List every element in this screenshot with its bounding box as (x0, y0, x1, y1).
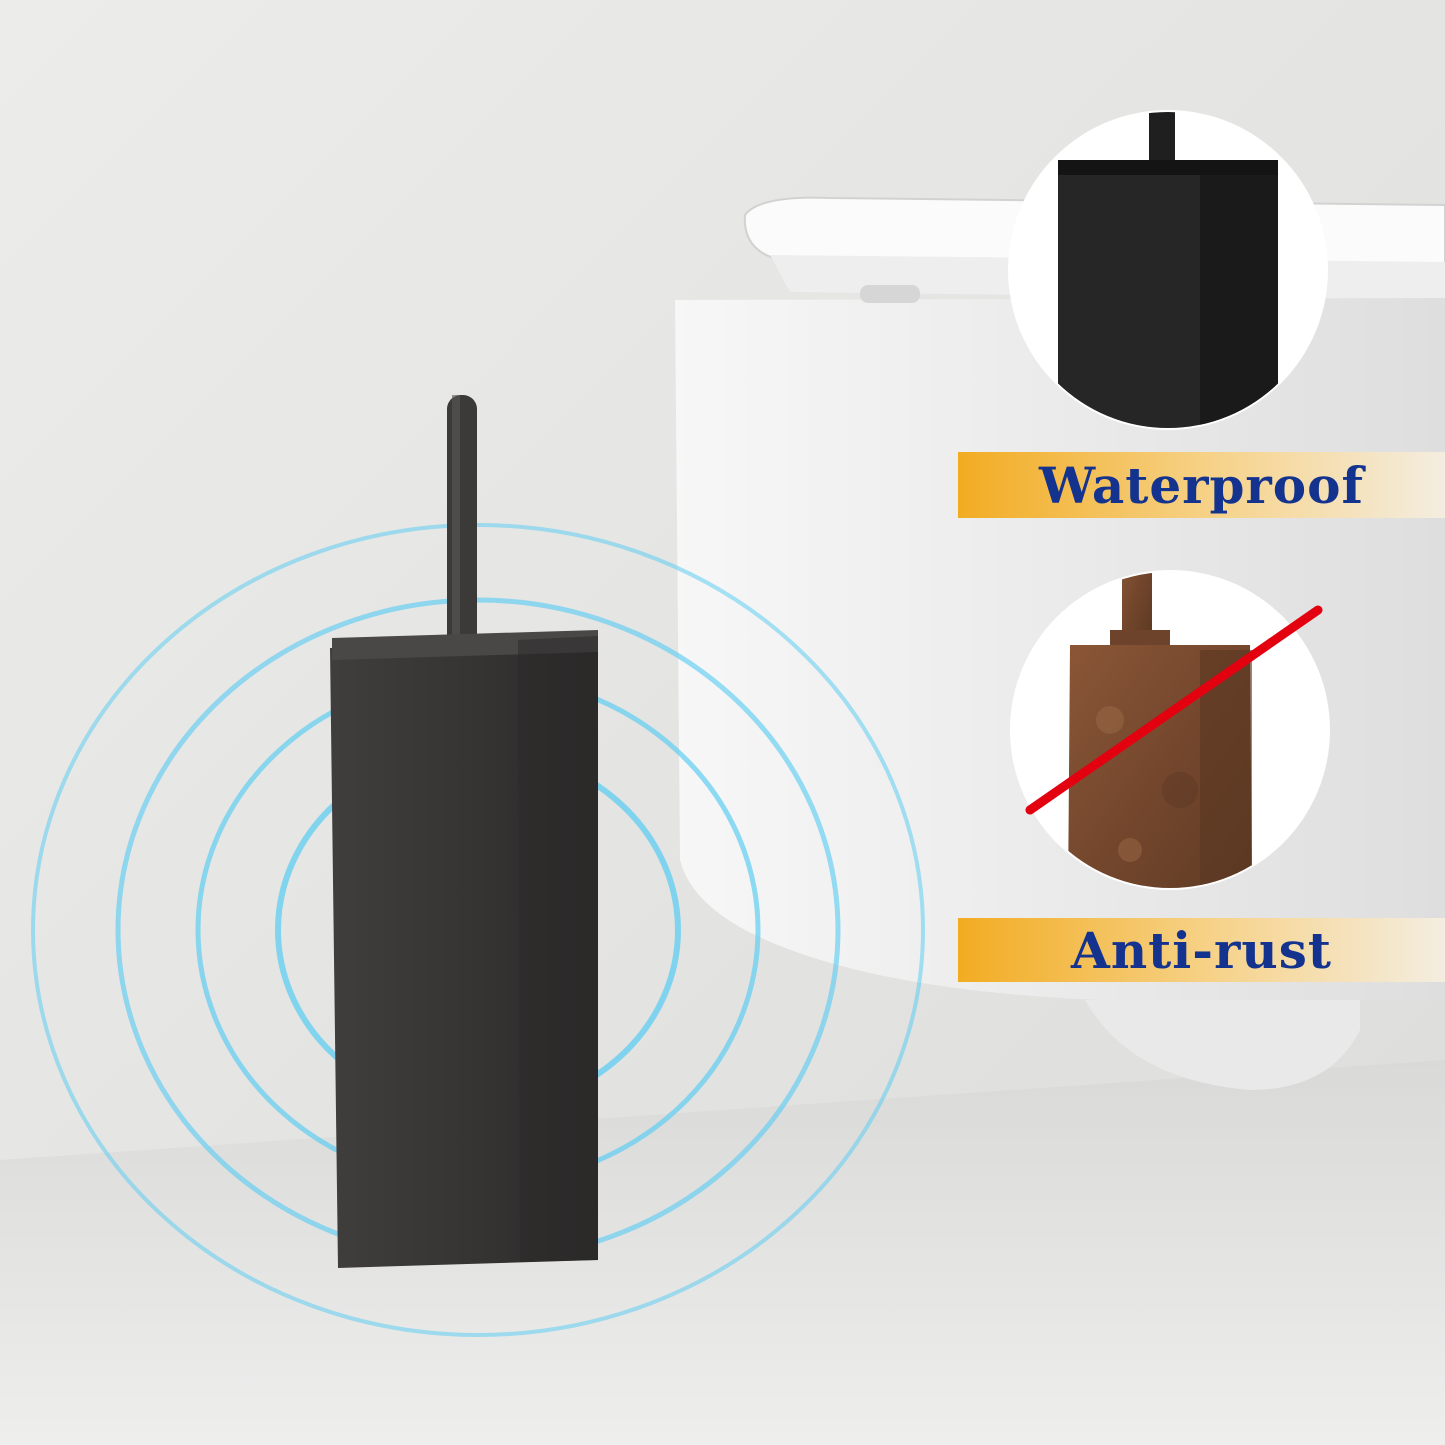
anti-rust-closeup (1010, 570, 1330, 890)
waterproof-label-band (958, 452, 1445, 518)
toilet-brush-holder (330, 395, 598, 1268)
anti-rust-label: Anti-rust (1071, 920, 1332, 980)
waterproof-label: Waterproof (1039, 455, 1364, 515)
anti-rust-label-band (958, 918, 1445, 982)
waterproof-closeup (1008, 110, 1328, 430)
prohibited-strike-icon (1025, 605, 1323, 815)
